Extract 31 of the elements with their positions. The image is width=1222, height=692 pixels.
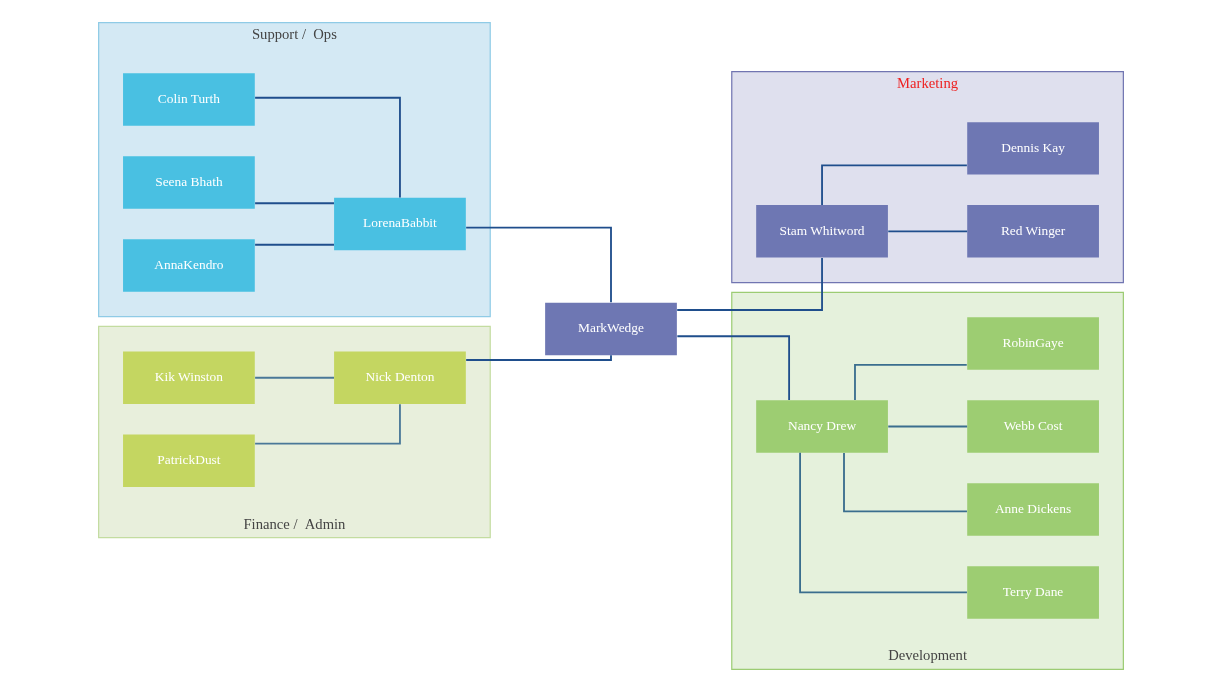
node-box: Nick Denton: [334, 351, 466, 404]
node-box: Nancy Drew: [756, 400, 888, 453]
node-box: PatrickDust: [123, 434, 255, 487]
node-box: Webb Cost: [967, 400, 1099, 453]
node-box: MarkWedge: [545, 302, 677, 356]
connector: [854, 364, 968, 401]
connector: [254, 243, 335, 246]
node-box: Kik Winston: [123, 351, 255, 404]
connector: [887, 230, 969, 233]
connector: [254, 202, 335, 205]
connector: [821, 164, 968, 206]
connector: [254, 96, 401, 199]
node-box: RobinGaye: [967, 317, 1099, 370]
node-box: AnnaKendro: [123, 239, 255, 292]
node-box: Seena Bhath: [123, 156, 255, 209]
node-box: LorenaBabbit: [334, 197, 466, 251]
node-box: Dennis Kay: [967, 122, 1099, 175]
connector: [465, 354, 612, 361]
connector: [887, 425, 969, 428]
node-box: Colin Turth: [123, 73, 255, 126]
connector: [676, 257, 823, 311]
connector: [254, 376, 335, 379]
node-box: Red Winger: [967, 205, 1099, 258]
connector: [676, 335, 791, 401]
node-box: Terry Dane: [967, 566, 1099, 619]
connector: [843, 451, 968, 513]
connector: [254, 403, 401, 445]
connector: [465, 226, 612, 304]
node-box: Stam Whitword: [756, 205, 888, 258]
node-box: Anne Dickens: [967, 483, 1099, 536]
connector: [799, 451, 968, 594]
